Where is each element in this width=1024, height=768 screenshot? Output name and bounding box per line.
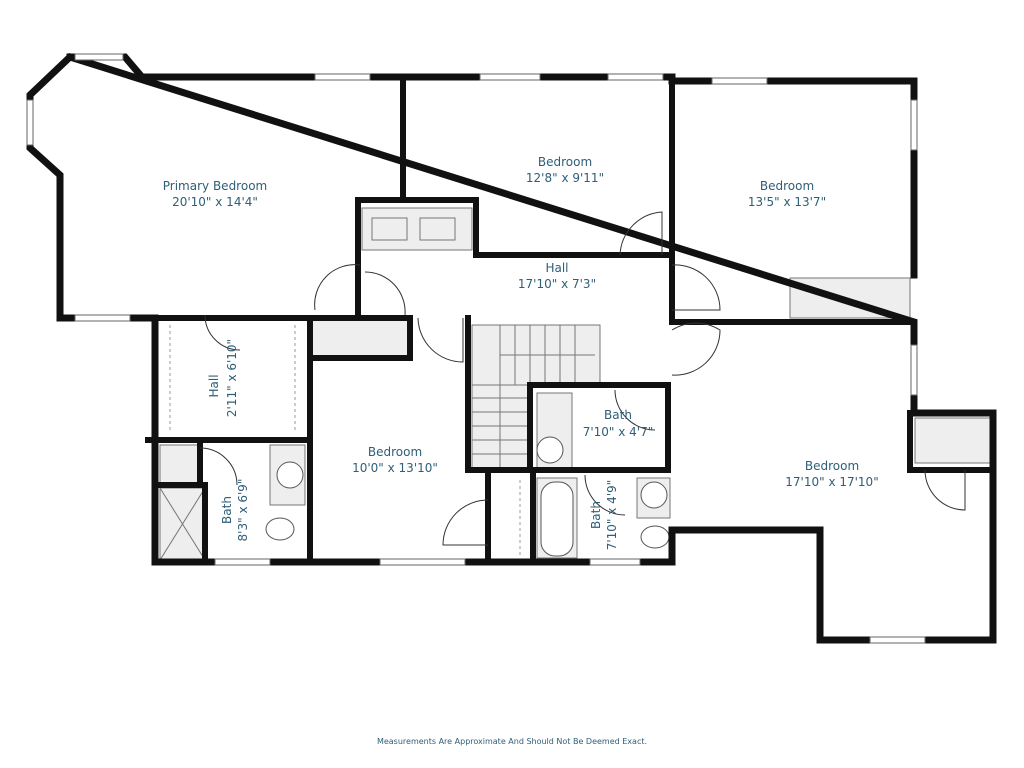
disclaimer: Measurements Are Approximate And Should … xyxy=(376,737,648,746)
room-name: Bath xyxy=(589,501,603,529)
room-name: Primary Bedroom xyxy=(163,179,267,193)
room-size: 13'5" x 13'7" xyxy=(748,195,826,209)
room-primary-bedroom: Primary Bedroom 20'10" x 14'4" xyxy=(163,179,267,209)
room-size: 7'10" x 4'9" xyxy=(605,480,619,551)
room-bedroom-2: Bedroom 12'8" x 9'11" xyxy=(526,155,604,185)
doors[interactable] xyxy=(199,211,966,546)
room-hall-small: Hall 2'11" x 6'10" xyxy=(207,339,239,417)
room-size: 10'0" x 13'10" xyxy=(352,461,438,475)
windows[interactable] xyxy=(26,53,926,644)
room-name: Bedroom xyxy=(805,459,859,473)
room-bedroom-3: Bedroom 13'5" x 13'7" xyxy=(748,179,826,209)
room-size: 7'10" x 4'7" xyxy=(583,425,654,439)
room-name: Hall xyxy=(207,374,221,397)
interior-walls xyxy=(145,74,996,565)
room-hall: Hall 17'10" x 7'3" xyxy=(518,261,596,291)
room-name: Hall xyxy=(545,261,568,275)
room-size: 8'3" x 6'9" xyxy=(236,479,250,542)
fixtures xyxy=(159,207,991,561)
room-size: 17'10" x 17'10" xyxy=(785,475,878,489)
stairs xyxy=(471,324,601,471)
room-size: 12'8" x 9'11" xyxy=(526,171,604,185)
room-name: Bedroom xyxy=(368,445,422,459)
room-bath-3: Bath 7'10" x 4'9" xyxy=(589,480,619,551)
room-bedroom-4: Bedroom 10'0" x 13'10" xyxy=(352,445,438,475)
room-name: Bedroom xyxy=(760,179,814,193)
room-size: 20'10" x 14'4" xyxy=(172,195,258,209)
room-bath-1: Bath 7'10" x 4'7" xyxy=(583,408,654,439)
room-bath-2: Bath 8'3" x 6'9" xyxy=(220,479,250,542)
room-name: Bath xyxy=(220,496,234,524)
room-size: 2'11" x 6'10" xyxy=(225,339,239,417)
room-bedroom-5: Bedroom 17'10" x 17'10" xyxy=(785,459,878,489)
room-size: 17'10" x 7'3" xyxy=(518,277,596,291)
room-name: Bath xyxy=(604,408,632,422)
room-name: Bedroom xyxy=(538,155,592,169)
